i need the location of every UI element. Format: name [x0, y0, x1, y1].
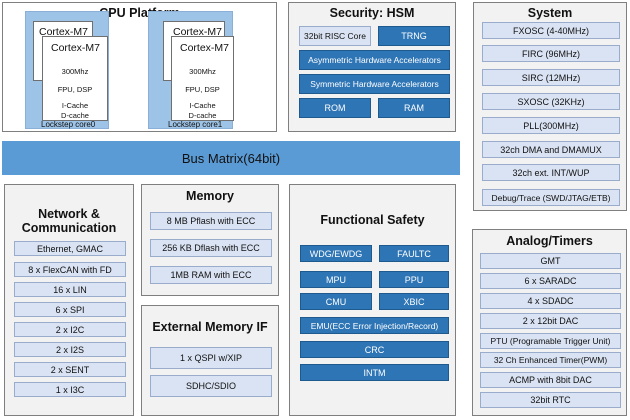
system-item: 32ch ext. INT/WUP [482, 164, 620, 181]
core1-back-label: Cortex-M7 [173, 26, 223, 38]
cmu-box: CMU [300, 293, 372, 310]
analog-item: GMT [480, 253, 621, 269]
network-item: Ethernet, GMAC [14, 241, 126, 256]
faultc-box: FAULTC [379, 245, 449, 262]
analog-item: ACMP with 8bit DAC [480, 372, 621, 388]
ext-memory-panel: External Memory IF 1 x QSPI w/XIP SDHC/S… [141, 305, 279, 416]
system-item: FIRC (96MHz) [482, 45, 620, 62]
core1-dcache: D-cache [188, 111, 217, 120]
network-item: 6 x SPI [14, 302, 126, 317]
system-title: System [527, 6, 573, 20]
core1-title: Cortex-M7 [180, 42, 230, 54]
system-item: FXOSC (4-40MHz) [482, 22, 620, 39]
security-hsm-panel: Security: HSM 32bit RISC Core TRNG Asymm… [288, 2, 456, 132]
core1-icache: I-Cache [189, 101, 216, 110]
memory-item: 256 KB Dflash with ECC [150, 239, 272, 257]
memory-title: Memory [186, 189, 234, 203]
network-item: 2 x I2S [14, 342, 126, 357]
network-item: 16 x LIN [14, 282, 126, 297]
sym-accel-box: Symmetric Hardware Accelerators [299, 74, 450, 94]
system-item: 32ch DMA and DMAMUX [482, 141, 620, 158]
network-item: 2 x SENT [14, 362, 126, 377]
safety-title: Functional Safety [320, 213, 425, 227]
core0-dcache: D-cache [61, 111, 89, 120]
network-item: 2 x I2C [14, 322, 126, 337]
risc-core-box: 32bit RISC Core [299, 26, 371, 46]
analog-title: Analog/Timers [506, 234, 593, 248]
ram-box: RAM [378, 98, 450, 118]
memory-item: 1MB RAM with ECC [150, 266, 272, 284]
system-panel: System FXOSC (4-40MHz) FIRC (96MHz) SIRC… [473, 2, 627, 211]
crc-box: CRC [300, 341, 449, 358]
intm-box: INTM [300, 364, 449, 381]
analog-item: PTU (Programable Trigger Unit) [480, 333, 621, 349]
core0-freq: 300Mhz [61, 67, 89, 76]
ext-memory-item: SDHC/SDIO [150, 375, 272, 397]
analog-timers-panel: Analog/Timers GMT 6 x SARADC 4 x SDADC 2… [472, 229, 627, 416]
core0-title: Cortex-M7 [51, 42, 101, 54]
network-title-line2: Communication [21, 221, 117, 235]
system-item: Debug/Trace (SWD/JTAG/ETB) [482, 189, 620, 206]
xbic-box: XBIC [379, 293, 449, 310]
analog-item: 6 x SARADC [480, 273, 621, 289]
core0-card: Cortex-M7 300Mhz FPU, DSP I-Cache D-cach… [42, 36, 108, 121]
ext-memory-title: External Memory IF [152, 320, 268, 334]
asym-accel-box: Asymmetric Hardware Accelerators [299, 50, 450, 70]
core0-icache: I-Cache [61, 101, 89, 110]
core1-fpu: FPU, DSP [185, 85, 220, 94]
ppu-box: PPU [379, 271, 449, 288]
memory-panel: Memory 8 MB Pflash with ECC 256 KB Dflas… [141, 184, 279, 296]
emu-box: EMU(ECC Error Injection/Record) [300, 317, 449, 334]
wdg-box: WDG/EWDG [300, 245, 372, 262]
network-panel: Network & Communication Ethernet, GMAC 8… [4, 184, 134, 416]
bus-matrix-bar: Bus Matrix(64bit) [2, 141, 460, 175]
cpu-platform-panel: CPU Platform Cortex-M7 Cortex-M7 300Mhz … [2, 2, 277, 132]
mpu-box: MPU [300, 271, 372, 288]
network-item: 1 x I3C [14, 382, 126, 397]
analog-item: 32 Ch Enhanced Timer(PWM) [480, 352, 621, 368]
core1-caption: Lockstep core1 [168, 120, 223, 129]
core0-caption: Lockstep core0 [41, 120, 96, 129]
functional-safety-panel: Functional Safety WDG/EWDG FAULTC MPU PP… [289, 184, 456, 416]
security-title: Security: HSM [329, 6, 415, 20]
core0-fpu: FPU, DSP [57, 85, 93, 94]
analog-item: 2 x 12bit DAC [480, 313, 621, 329]
analog-item: 32bit RTC [480, 392, 621, 408]
analog-item: 4 x SDADC [480, 293, 621, 309]
system-item: SXOSC (32KHz) [482, 93, 620, 110]
trng-box: TRNG [378, 26, 450, 46]
ext-memory-item: 1 x QSPI w/XIP [150, 347, 272, 369]
memory-item: 8 MB Pflash with ECC [150, 212, 272, 230]
core1-freq: 300Mhz [189, 67, 216, 76]
core1-card: Cortex-M7 300Mhz FPU, DSP I-Cache D-cach… [171, 36, 234, 121]
system-item: PLL(300MHz) [482, 117, 620, 134]
network-item: 8 x FlexCAN with FD [14, 262, 126, 277]
network-title-line1: Network & [38, 207, 100, 221]
system-item: SIRC (12MHz) [482, 69, 620, 86]
rom-box: ROM [299, 98, 371, 118]
core0-back-label: Cortex-M7 [39, 26, 89, 38]
